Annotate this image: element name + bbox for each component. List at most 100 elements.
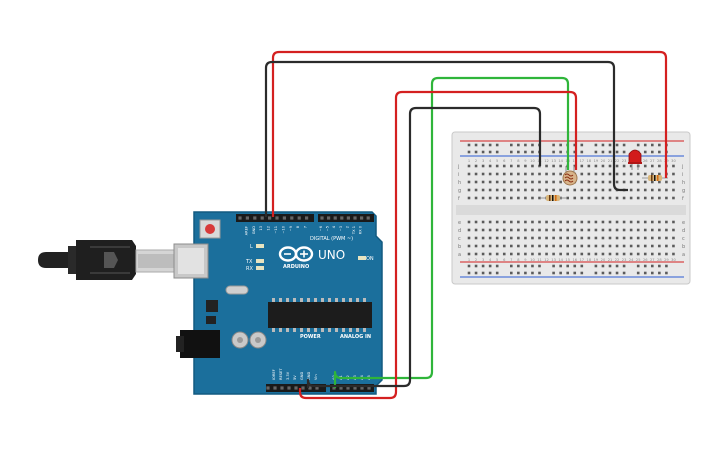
breadboard-hole[interactable] xyxy=(601,244,605,248)
breadboard-hole[interactable] xyxy=(481,228,485,232)
power-pin[interactable] xyxy=(273,386,277,390)
header-pin[interactable] xyxy=(268,216,272,220)
breadboard-hole[interactable] xyxy=(608,236,612,240)
breadboard-hole[interactable] xyxy=(594,150,598,154)
breadboard-hole[interactable] xyxy=(651,164,654,168)
breadboard-hole[interactable] xyxy=(510,150,513,154)
breadboard-hole[interactable] xyxy=(524,143,527,147)
breadboard-hole[interactable] xyxy=(467,236,471,240)
breadboard-hole[interactable] xyxy=(629,220,633,224)
breadboard-hole[interactable] xyxy=(615,244,619,248)
breadboard-hole[interactable] xyxy=(622,252,626,256)
breadboard-hole[interactable] xyxy=(608,244,612,248)
breadboard-hole[interactable] xyxy=(573,220,577,224)
breadboard-hole[interactable] xyxy=(573,264,577,268)
breadboard-hole[interactable] xyxy=(622,164,626,168)
breadboard-hole[interactable] xyxy=(615,220,619,224)
breadboard-hole[interactable] xyxy=(531,244,534,248)
breadboard-hole[interactable] xyxy=(665,220,668,224)
breadboard-hole[interactable] xyxy=(643,164,647,168)
breadboard-hole[interactable] xyxy=(545,180,548,184)
breadboard-hole[interactable] xyxy=(552,244,555,248)
breadboard-hole[interactable] xyxy=(573,228,577,232)
breadboard-hole[interactable] xyxy=(474,150,478,154)
breadboard-hole[interactable] xyxy=(651,143,654,147)
breadboard-hole[interactable] xyxy=(594,164,598,168)
breadboard-hole[interactable] xyxy=(643,196,647,200)
breadboard-hole[interactable] xyxy=(502,220,506,224)
breadboard-hole[interactable] xyxy=(629,164,633,168)
breadboard-hole[interactable] xyxy=(587,244,591,248)
breadboard-hole[interactable] xyxy=(566,228,569,232)
breadboard-hole[interactable] xyxy=(658,264,661,268)
breadboard-hole[interactable] xyxy=(538,220,541,224)
breadboard-hole[interactable] xyxy=(636,172,640,176)
breadboard-hole[interactable] xyxy=(573,143,577,147)
breadboard-hole[interactable] xyxy=(651,188,654,192)
breadboard-hole[interactable] xyxy=(481,264,485,268)
breadboard-hole[interactable] xyxy=(488,196,492,200)
breadboard-hole[interactable] xyxy=(580,196,584,200)
breadboard-hole[interactable] xyxy=(658,220,661,224)
breadboard-hole[interactable] xyxy=(559,236,562,240)
breadboard-holes[interactable] xyxy=(467,143,675,275)
breadboard-hole[interactable] xyxy=(502,228,506,232)
breadboard-hole[interactable] xyxy=(608,228,612,232)
breadboard-hole[interactable] xyxy=(510,271,513,275)
breadboard-hole[interactable] xyxy=(559,271,562,275)
breadboard-hole[interactable] xyxy=(495,236,499,240)
breadboard-hole[interactable] xyxy=(559,164,562,168)
breadboard-hole[interactable] xyxy=(538,236,541,240)
breadboard-hole[interactable] xyxy=(594,188,598,192)
breadboard-hole[interactable] xyxy=(608,220,612,224)
breadboard-hole[interactable] xyxy=(594,252,598,256)
header-pin[interactable] xyxy=(245,216,249,220)
breadboard-hole[interactable] xyxy=(594,236,598,240)
breadboard-hole[interactable] xyxy=(517,180,520,184)
breadboard-hole[interactable] xyxy=(481,236,485,240)
breadboard-hole[interactable] xyxy=(658,271,661,275)
breadboard-hole[interactable] xyxy=(672,188,675,192)
breadboard-hole[interactable] xyxy=(467,220,471,224)
analog-pin[interactable] xyxy=(339,386,343,390)
breadboard-hole[interactable] xyxy=(545,188,548,192)
breadboard-hole[interactable] xyxy=(587,188,591,192)
breadboard-hole[interactable] xyxy=(580,252,584,256)
breadboard-hole[interactable] xyxy=(643,236,647,240)
breadboard-hole[interactable] xyxy=(467,271,471,275)
breadboard-hole[interactable] xyxy=(517,150,520,154)
breadboard-hole[interactable] xyxy=(495,264,499,268)
breadboard-hole[interactable] xyxy=(502,188,506,192)
breadboard-hole[interactable] xyxy=(658,196,661,200)
analog-pin[interactable] xyxy=(353,386,357,390)
breadboard-hole[interactable] xyxy=(580,271,584,275)
breadboard-hole[interactable] xyxy=(580,236,584,240)
breadboard-hole[interactable] xyxy=(510,220,513,224)
breadboard-hole[interactable] xyxy=(594,264,598,268)
breadboard-hole[interactable] xyxy=(636,220,640,224)
breadboard-hole[interactable] xyxy=(629,172,633,176)
breadboard-hole[interactable] xyxy=(538,244,541,248)
header-pin[interactable] xyxy=(320,216,324,220)
breadboard-hole[interactable] xyxy=(531,228,534,232)
breadboard-hole[interactable] xyxy=(495,164,499,168)
breadboard-hole[interactable] xyxy=(587,172,591,176)
breadboard-hole[interactable] xyxy=(517,164,520,168)
breadboard-hole[interactable] xyxy=(531,236,534,240)
breadboard-hole[interactable] xyxy=(488,143,492,147)
breadboard-hole[interactable] xyxy=(531,180,534,184)
breadboard-hole[interactable] xyxy=(580,172,584,176)
breadboard-hole[interactable] xyxy=(622,172,626,176)
breadboard-hole[interactable] xyxy=(566,264,569,268)
header-pin[interactable] xyxy=(238,216,242,220)
breadboard-hole[interactable] xyxy=(580,150,584,154)
breadboard-hole[interactable] xyxy=(580,220,584,224)
breadboard-hole[interactable] xyxy=(629,252,633,256)
breadboard-hole[interactable] xyxy=(545,252,548,256)
breadboard-hole[interactable] xyxy=(573,271,577,275)
breadboard-hole[interactable] xyxy=(594,180,598,184)
breadboard-hole[interactable] xyxy=(615,143,619,147)
breadboard-hole[interactable] xyxy=(531,196,534,200)
breadboard-hole[interactable] xyxy=(495,244,499,248)
breadboard-hole[interactable] xyxy=(651,220,654,224)
